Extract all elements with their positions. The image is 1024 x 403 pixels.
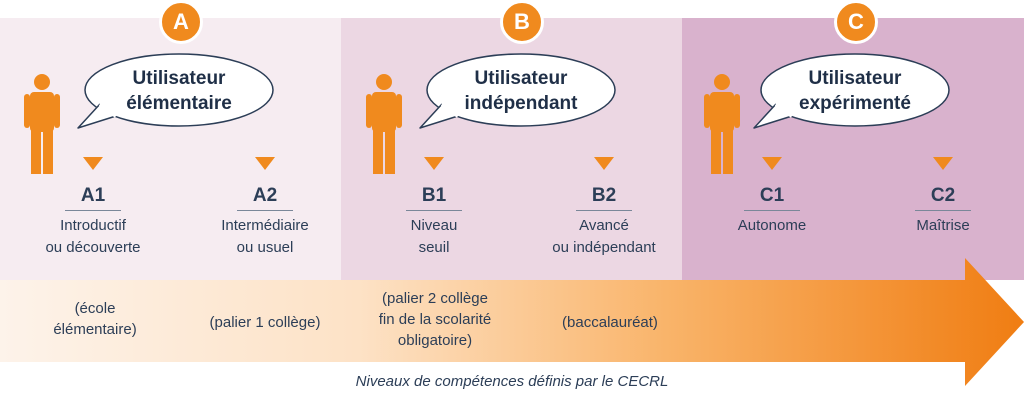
group-a-badge: A <box>159 0 203 44</box>
level-c2: C2 Maîtrise <box>915 185 971 234</box>
level-marker-icon <box>424 157 444 170</box>
diagram-caption: Niveaux de compétences définis par le CE… <box>355 373 669 390</box>
progression-arrow <box>0 258 1024 386</box>
level-c1: C1 Autonome <box>737 185 807 234</box>
speech-bubble-icon <box>753 53 950 129</box>
level-marker-icon <box>594 157 614 170</box>
schooling-label: (baccalauréat) <box>562 314 658 331</box>
level-marker-icon <box>255 157 275 170</box>
level-marker-icon <box>762 157 782 170</box>
speech-bubble-icon <box>77 53 274 129</box>
level-marker-icon <box>83 157 103 170</box>
level-marker-icon <box>933 157 953 170</box>
speech-bubble-icon <box>419 53 616 129</box>
schooling-label: (palier 1 collège) <box>209 314 321 331</box>
person-icon <box>704 74 740 174</box>
group-b-badge: B <box>500 0 544 44</box>
person-icon <box>366 74 402 174</box>
person-icon <box>24 74 60 174</box>
group-c-badge: C <box>834 0 878 44</box>
